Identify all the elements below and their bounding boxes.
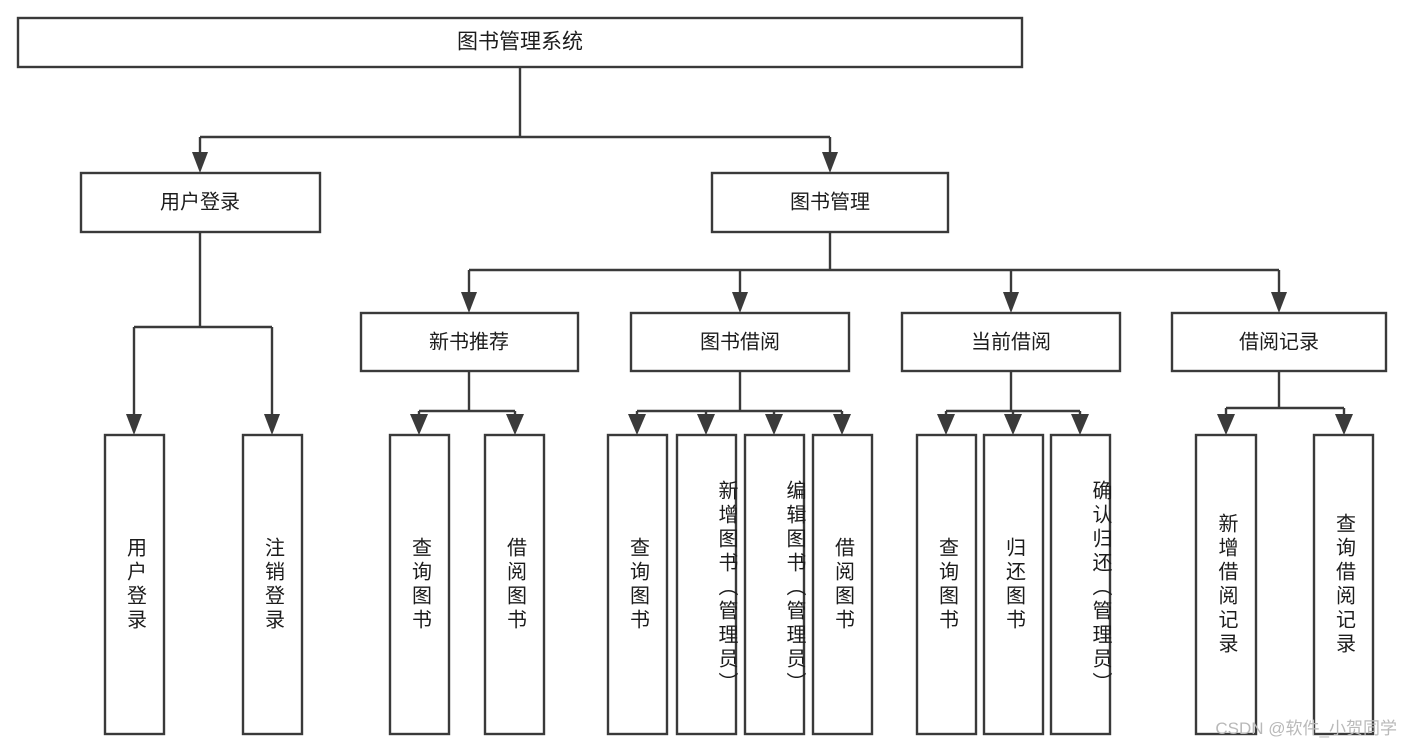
node-leaf-bb-edit-book-admin[interactable] [743,433,806,736]
node-new-book-recommend[interactable] [359,311,580,373]
node-leaf-user-login[interactable] [103,433,166,736]
arrowhead-user-login [192,152,208,173]
node-borrow-records[interactable] [1170,311,1388,373]
arrowhead-bb-borrow [833,414,851,435]
node-book-borrow[interactable] [629,311,851,373]
arrowhead-cb-query [937,414,955,435]
node-root-system[interactable] [16,16,1024,69]
node-leaf-bb-borrow-book[interactable] [811,433,874,736]
arrowhead-cb-return [1004,414,1022,435]
arrowhead-records [1271,292,1287,313]
csdn-watermark: CSDN @软件_小贺同学 [1215,719,1397,738]
arrowhead-nb-borrow [506,414,524,435]
node-leaf-bb-query-book[interactable] [606,433,669,736]
connector-layer [126,67,1353,435]
node-user-login[interactable] [79,171,322,234]
arrowhead-nb-query [410,414,428,435]
node-book-management-label: 图书管理 [790,190,870,213]
arrowhead-borrow [732,292,748,313]
node-borrow-records-label: 借阅记录 [1239,330,1319,353]
node-root-system-label: 图书管理系统 [457,31,583,54]
node-leaf-bb-add-book-admin[interactable] [675,433,738,736]
node-leaf-cb-return-book[interactable] [982,433,1045,736]
arrowhead-rec-add [1217,414,1235,435]
node-book-management[interactable] [710,171,950,234]
node-leaf-rec-add-record[interactable] [1194,433,1258,736]
node-leaf-cb-query-book[interactable] [915,433,978,736]
node-current-borrow[interactable] [900,311,1122,373]
node-current-borrow-label: 当前借阅 [971,330,1051,353]
node-new-book-recommend-label: 新书推荐 [429,330,509,353]
arrowhead-new-books [461,292,477,313]
arrowhead-bb-add [697,414,715,435]
node-layer: 图书管理系统 用户登录 图书管理 新书推荐 图书借阅 当前借阅 借阅记录 [16,16,1388,736]
node-user-login-label: 用户登录 [160,190,240,213]
arrowhead-rec-query [1335,414,1353,435]
arrowhead-book-mgmt [822,152,838,173]
node-leaf-nb-query-book[interactable] [388,433,451,736]
node-leaf-logout[interactable] [241,433,304,736]
arrowhead-cb-confirm [1071,414,1089,435]
node-book-borrow-label: 图书借阅 [700,330,780,353]
arrowhead-leaf-logout [264,414,280,435]
arrowhead-bb-query [628,414,646,435]
arrowhead-current [1003,292,1019,313]
node-leaf-rec-query-record[interactable] [1312,433,1375,736]
arrowhead-leaf-user-login [126,414,142,435]
node-leaf-cb-confirm-return-admin[interactable] [1049,433,1112,736]
node-leaf-nb-borrow-book[interactable] [483,433,546,736]
arrowhead-bb-edit [765,414,783,435]
